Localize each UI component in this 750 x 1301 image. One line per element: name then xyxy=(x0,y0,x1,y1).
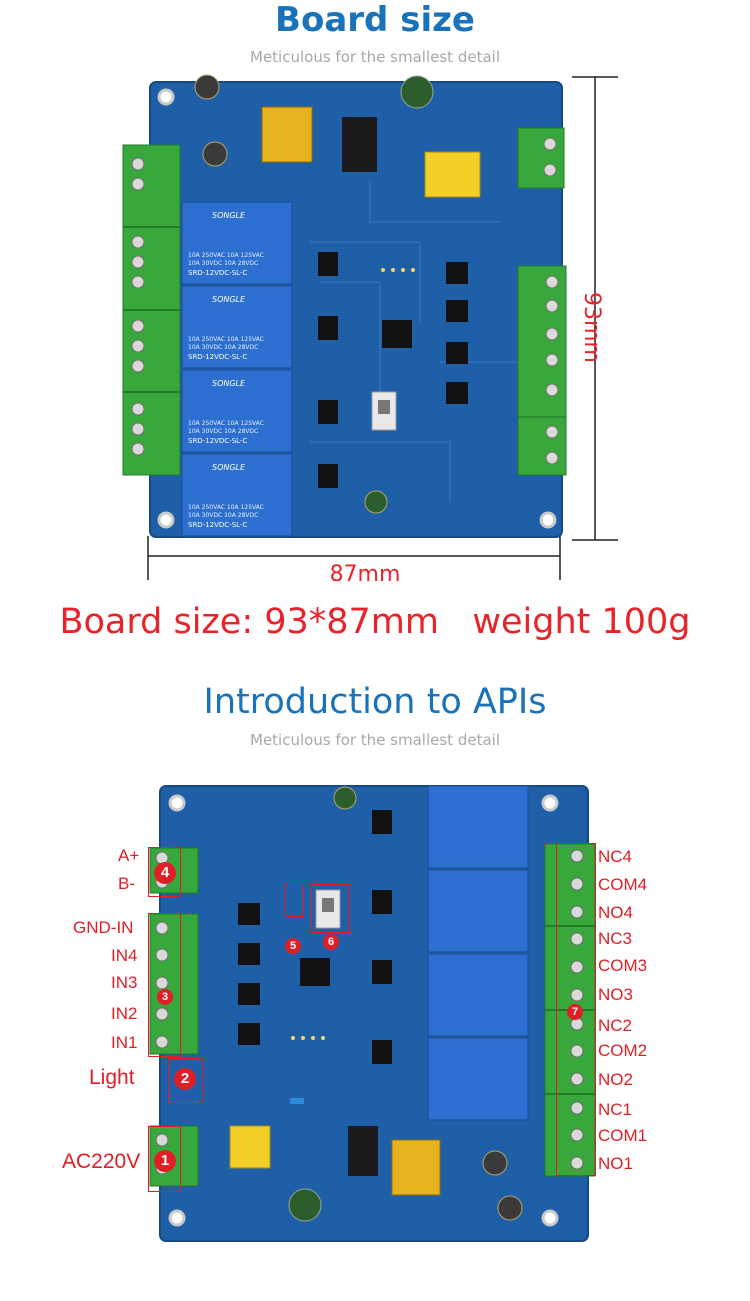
label-gnd-in: GND-IN xyxy=(73,918,134,937)
callout-box-4 xyxy=(148,847,181,897)
callout-box-5 xyxy=(285,883,304,917)
badge-6: 6 xyxy=(323,934,339,950)
badge-1: 1 xyxy=(154,1150,176,1172)
svg-text:SRD-12VDC-SL-C: SRD-12VDC-SL-C xyxy=(188,521,247,529)
label-no2: NO2 xyxy=(598,1070,633,1089)
callout-box-6 xyxy=(311,884,350,933)
label-in4: IN4 xyxy=(111,946,138,965)
svg-text:10A 30VDC 10A 28VDC: 10A 30VDC 10A 28VDC xyxy=(188,260,258,267)
callout-box-3 xyxy=(148,913,181,1057)
svg-text:10A 250VAC 10A 125VAC: 10A 250VAC 10A 125VAC xyxy=(188,504,264,511)
label-ac220v: AC220V xyxy=(62,1150,141,1173)
svg-text:10A 250VAC 10A 125VAC: 10A 250VAC 10A 125VAC xyxy=(188,252,264,259)
svg-text:SRD-12VDC-SL-C: SRD-12VDC-SL-C xyxy=(188,269,247,277)
label-in2: IN2 xyxy=(111,1004,138,1023)
svg-text:10A 30VDC 10A 28VDC: 10A 30VDC 10A 28VDC xyxy=(188,344,258,351)
label-a-plus: A+ xyxy=(118,846,140,865)
apis-subtitle: Meticulous for the smallest detail xyxy=(250,731,500,749)
svg-text:10A 250VAC 10A 125VAC: 10A 250VAC 10A 125VAC xyxy=(188,420,264,427)
svg-text:SONGLE: SONGLE xyxy=(212,211,246,220)
label-nc2: NC2 xyxy=(598,1016,633,1035)
width-dimension-line xyxy=(147,536,561,580)
badge-5: 5 xyxy=(285,938,301,954)
svg-text:10A 30VDC 10A 28VDC: 10A 30VDC 10A 28VDC xyxy=(188,428,258,435)
svg-text:SONGLE: SONGLE xyxy=(212,463,246,472)
badge-7: 7 xyxy=(567,1004,583,1020)
label-no4: NO4 xyxy=(598,903,633,922)
height-label: 93mm xyxy=(579,292,604,363)
right-terminal-blocks xyxy=(517,127,567,476)
board-photo-top: SONGLE 10A 250VAC 10A 125VAC 10A 30VDC 1… xyxy=(122,74,567,538)
callout-box-1 xyxy=(148,1126,181,1192)
label-com3: COM3 xyxy=(598,956,648,975)
svg-text:SONGLE: SONGLE xyxy=(212,295,246,304)
label-nc4: NC4 xyxy=(598,847,633,866)
label-no3: NO3 xyxy=(598,985,633,1004)
relays-top: SONGLE 10A 250VAC 10A 125VAC 10A 30VDC 1… xyxy=(181,201,293,537)
callout-box-7 xyxy=(556,843,596,1176)
label-com4: COM4 xyxy=(598,875,648,894)
left-terminal-blocks xyxy=(122,144,181,476)
svg-text:SRD-12VDC-SL-C: SRD-12VDC-SL-C xyxy=(188,353,247,361)
height-dimension-line xyxy=(572,76,618,541)
label-com1: COM1 xyxy=(598,1126,648,1145)
svg-text:SONGLE: SONGLE xyxy=(212,379,246,388)
label-in3: IN3 xyxy=(111,973,138,992)
svg-text:SRD-12VDC-SL-C: SRD-12VDC-SL-C xyxy=(188,437,247,445)
board-photo-bottom xyxy=(149,785,596,1242)
width-label: 87mm xyxy=(329,562,401,587)
label-nc3: NC3 xyxy=(598,929,633,948)
svg-text:10A 30VDC 10A 28VDC: 10A 30VDC 10A 28VDC xyxy=(188,512,258,519)
board-size-title: Board size xyxy=(275,0,475,40)
label-b-minus: B- xyxy=(118,874,135,893)
badge-4: 4 xyxy=(154,862,176,884)
label-com2: COM2 xyxy=(598,1041,648,1060)
apis-title: Introduction to APIs xyxy=(203,682,547,722)
board-size-subtitle: Meticulous for the smallest detail xyxy=(250,48,500,66)
svg-text:10A 250VAC 10A 125VAC: 10A 250VAC 10A 125VAC xyxy=(188,336,264,343)
badge-2: 2 xyxy=(174,1068,196,1090)
label-no1: NO1 xyxy=(598,1154,633,1173)
board-size-summary: Board size: 93*87mm weight 100g xyxy=(59,602,691,642)
label-light: Light xyxy=(89,1066,135,1089)
label-in1: IN1 xyxy=(111,1033,138,1052)
callout-box-2 xyxy=(168,1058,203,1104)
label-nc1: NC1 xyxy=(598,1100,633,1119)
badge-3: 3 xyxy=(157,989,173,1005)
